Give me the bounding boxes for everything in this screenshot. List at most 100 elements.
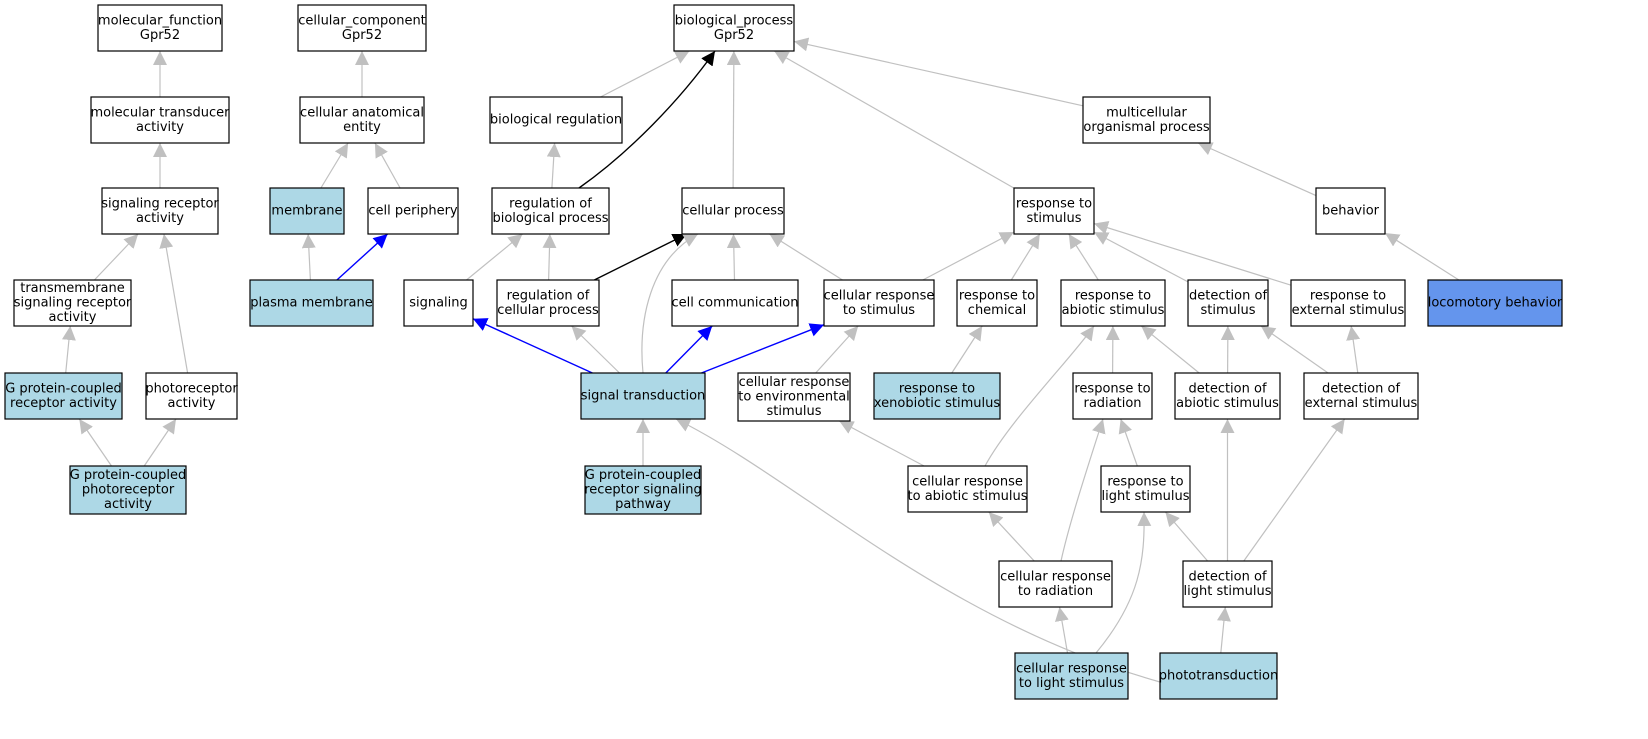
node-label: G protein-coupled — [70, 468, 187, 483]
node-breg[interactable]: biological regulation — [489, 96, 623, 144]
node-box — [4, 372, 123, 420]
node-label: to light stimulus — [1019, 676, 1124, 691]
node-label: signaling receptor — [14, 296, 132, 311]
node-label: cellular response — [739, 375, 850, 390]
edge-crs-to-rts — [922, 231, 1015, 281]
node-box — [269, 187, 345, 235]
node-label: locomotory behavior — [1428, 296, 1563, 311]
node-label: transmembrane — [20, 281, 125, 296]
node-pht[interactable]: phototransduction — [1159, 652, 1278, 700]
node-label: receptor signaling — [584, 483, 702, 498]
edge-cras-to-cres — [839, 420, 925, 467]
node-label: to environmental — [738, 390, 850, 405]
node-label: Gpr52 — [714, 28, 754, 43]
node-box — [1187, 279, 1269, 327]
node-label: organismal process — [1083, 120, 1209, 135]
node-label: activity — [168, 396, 216, 411]
edge-dos-to-rts — [1093, 231, 1189, 283]
node-label: xenobiotic stimulus — [874, 396, 1001, 411]
node-box — [1014, 652, 1129, 700]
node-label: detection of — [1322, 381, 1400, 396]
edge-cp-to-bp — [726, 50, 741, 189]
node-label: regulation of — [509, 196, 592, 211]
node-label: response to — [1107, 474, 1183, 489]
node-label: abiotic stimulus — [1176, 396, 1279, 411]
edge-beh-to-mop — [1197, 142, 1317, 197]
node-box — [580, 372, 706, 420]
node-label: molecular transducer — [90, 105, 230, 120]
node-box — [299, 96, 425, 144]
node-mem[interactable]: membrane — [269, 187, 345, 235]
node-label: activity — [104, 497, 152, 512]
node-label: cellular_component — [298, 13, 426, 28]
edge-crr-to-cras — [988, 511, 1035, 562]
node-loco[interactable]: locomotory behavior — [1427, 279, 1563, 327]
node-label: plasma membrane — [250, 296, 373, 311]
node-label: cellular response — [824, 288, 935, 303]
node-label: cell periphery — [368, 204, 458, 219]
edge-crs-to-cp — [769, 233, 843, 281]
node-label: regulation of — [507, 288, 590, 303]
node-cper[interactable]: cell periphery — [367, 187, 459, 235]
node-label: response to — [1075, 288, 1151, 303]
edge-sig-to-rbp — [466, 233, 523, 281]
node-label: radiation — [1083, 396, 1141, 411]
node-box — [998, 560, 1113, 608]
node-sig[interactable]: signaling — [403, 279, 474, 327]
node-box — [1315, 187, 1386, 235]
edge-dols-to-does — [1243, 418, 1346, 562]
edge-doas-to-rtas — [1140, 325, 1200, 374]
node-label: to radiation — [1018, 584, 1093, 599]
node-label: detection of — [1189, 288, 1267, 303]
node-label: detection of — [1188, 381, 1266, 396]
node-box — [584, 465, 702, 515]
node-pm[interactable]: plasma membrane — [249, 279, 374, 327]
node-label: response to — [899, 381, 975, 396]
node-label: phototransduction — [1159, 669, 1278, 684]
edge-st-to-ccom — [665, 325, 713, 374]
node-label: cellular anatomical — [300, 105, 424, 120]
node-st[interactable]: signal transduction — [580, 372, 706, 420]
edge-rcp-to-cp — [593, 233, 688, 281]
node-label: photoreceptor — [82, 483, 175, 498]
node-cp[interactable]: cellular process — [681, 187, 785, 235]
node-beh[interactable]: behavior — [1315, 187, 1386, 235]
node-label: stimulus — [1026, 211, 1081, 226]
node-label: response to — [1074, 381, 1150, 396]
node-box — [101, 187, 219, 235]
node-ccom[interactable]: cell communication — [671, 279, 799, 327]
node-box — [1290, 279, 1406, 327]
edge-tsra-to-sra — [93, 233, 139, 281]
node-box — [1174, 372, 1281, 420]
